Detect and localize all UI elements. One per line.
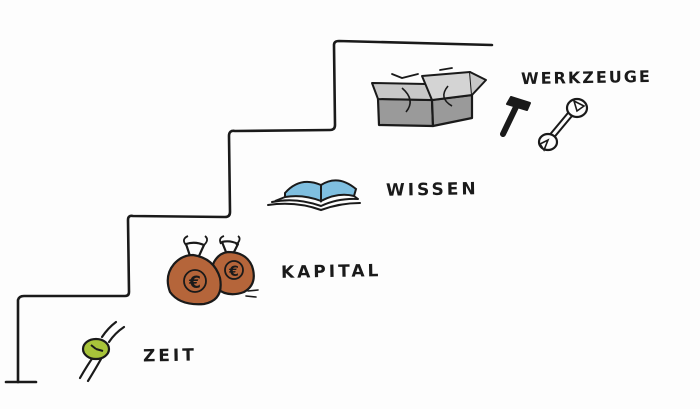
watch-icon	[78, 320, 126, 383]
money-bags-icon: € €	[166, 235, 259, 306]
hammer-icon	[500, 96, 531, 137]
euro-sign-back: €	[228, 264, 239, 280]
wrench-icon	[537, 97, 589, 152]
step-label-werkzeuge: WERKZEUGE	[520, 66, 653, 89]
book-icon	[267, 179, 361, 212]
euro-sign-front: €	[188, 273, 201, 293]
step-label-wissen: WISSEN	[385, 179, 479, 201]
toolbox-icon	[371, 67, 487, 128]
step-label-kapital: KAPITAL	[280, 261, 382, 283]
staircase-line	[16, 39, 494, 384]
step-label-zeit: ZEIT	[142, 345, 198, 367]
